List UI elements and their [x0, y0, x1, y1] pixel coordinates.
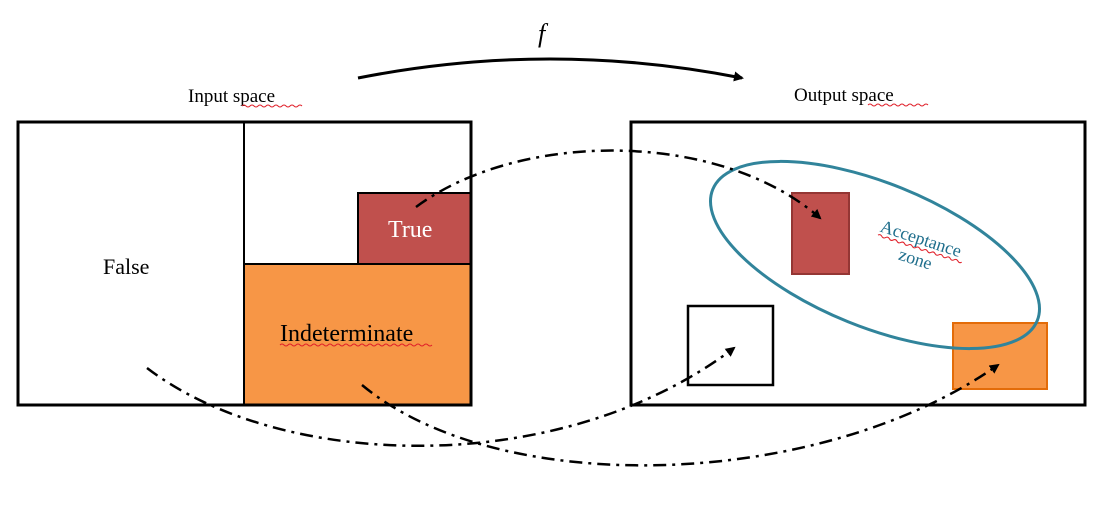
true-mapping-arrow: [415, 149, 822, 220]
indeterminate-mapping-arrow: [361, 363, 1000, 467]
spellcheck-underline: [877, 234, 962, 264]
spellcheck-underline: [241, 104, 303, 108]
true-region: [357, 192, 472, 265]
indeterminate-region-label: Indeterminate: [280, 321, 413, 347]
output-space-box: [629, 120, 1087, 407]
false-image-region: [686, 304, 775, 387]
output-space-title: Output space: [794, 85, 894, 106]
true-region-label: True: [388, 217, 432, 243]
acceptance-zone-ellipse: [709, 159, 1041, 351]
input-space-title: Input space: [188, 86, 275, 107]
spellcheck-underline: [867, 103, 929, 107]
function-label: f: [538, 19, 549, 48]
input-space-box: [16, 120, 473, 407]
spellcheck-underline: [279, 343, 433, 347]
indeterminate-image-region: [952, 322, 1048, 390]
false-region-label: False: [103, 254, 149, 279]
function-arrow: [357, 57, 744, 82]
input-space-border-overlay: [16, 120, 473, 407]
true-image-region: [791, 192, 850, 275]
